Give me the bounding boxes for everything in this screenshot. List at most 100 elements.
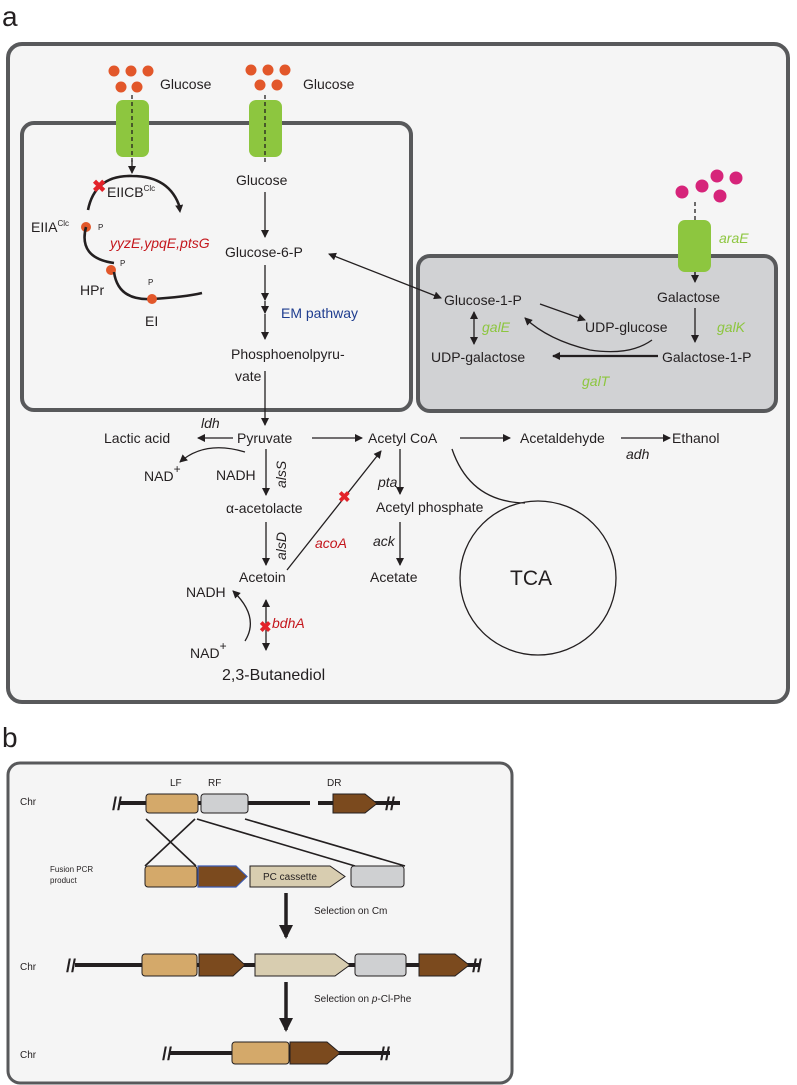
chr1-dr-block xyxy=(332,793,378,814)
galk-label: galK xyxy=(717,319,746,335)
nad-bottom-label: NAD+ xyxy=(190,639,227,661)
lf-label: LF xyxy=(170,778,182,789)
alss-label: alsS xyxy=(273,460,289,488)
arae-transporter xyxy=(678,220,711,272)
gale-label: galE xyxy=(482,319,511,335)
tca-cycle xyxy=(459,500,617,656)
chr2-rf-block xyxy=(354,953,407,977)
chr-label-2: Chr xyxy=(20,962,37,973)
fusion-lf-block xyxy=(144,865,198,888)
chr1-rf-block xyxy=(200,793,249,814)
adh-label: adh xyxy=(626,446,650,462)
arrow-acetoin-acetylcoa xyxy=(286,450,382,571)
selection-pclphe-label: Selection on p-Cl-Phe xyxy=(314,994,412,1005)
ei-p-label: P xyxy=(148,278,153,287)
pc-cassette-label: PC cassette xyxy=(263,872,317,883)
chr-label-1: Chr xyxy=(20,797,37,808)
alsd-label: alsD xyxy=(273,532,289,560)
panel-b-box xyxy=(6,761,514,1085)
hpr-label: HPr xyxy=(80,282,104,298)
glucose-transporter-2 xyxy=(249,100,282,157)
fusion-label-line2: product xyxy=(50,876,77,885)
pep-label-line1: Phosphoenolpyru- xyxy=(231,346,345,362)
eiia-label: EIIAClc xyxy=(31,219,69,235)
glucose-molecules-left xyxy=(108,65,154,93)
glucose-label-right: Glucose xyxy=(303,76,355,92)
glucose-molecules-right xyxy=(245,64,291,91)
chr3-break-left-icon: // xyxy=(162,1044,172,1064)
ei-phospho-dot xyxy=(147,294,157,304)
selection-cm-label: Selection on Cm xyxy=(314,906,387,917)
pts-eiia-hpr-arc xyxy=(83,226,115,265)
chr-label-3: Chr xyxy=(20,1050,37,1061)
nadh-top-label: NADH xyxy=(216,467,256,483)
pts-eiicb-arrowhead xyxy=(175,203,184,213)
fusion-pc-cassette xyxy=(249,865,346,888)
g6p-label: Glucose-6-P xyxy=(225,244,303,260)
chr2-dr-block-1 xyxy=(198,953,246,977)
pta-label: pta xyxy=(377,474,398,490)
fusion-label-line1: Fusion PCR xyxy=(50,865,93,874)
hpr-p-label: P xyxy=(120,259,125,268)
glucose-inner-label: Glucose xyxy=(236,172,288,188)
arrow-nadh-nad-top xyxy=(179,447,246,463)
chr2-break-right-icon: // xyxy=(472,956,482,976)
fusion-dr-block xyxy=(197,865,248,888)
ei-label: EI xyxy=(145,313,158,329)
ack-label: ack xyxy=(373,533,396,549)
acetate-label: Acetate xyxy=(370,569,418,585)
tca-label: TCA xyxy=(510,567,552,590)
eiia-p-label: P xyxy=(98,223,103,232)
nad-top-label: NAD+ xyxy=(144,462,181,484)
pyruvate-label: Pyruvate xyxy=(237,430,292,446)
pep-label-line2: vate xyxy=(235,368,262,384)
panel-a-label: a xyxy=(2,1,18,32)
dr-label: DR xyxy=(327,778,341,789)
bdha-label: bdhA xyxy=(272,615,305,631)
chr1-lf-block xyxy=(145,793,199,814)
galt-label: galT xyxy=(582,373,611,389)
butanediol-label: 2,3-Butanediol xyxy=(222,667,325,684)
pts-eiicb-arc xyxy=(86,174,182,211)
chr2-lf-block xyxy=(141,953,198,977)
arrow-udpglc-g1p-curve xyxy=(524,317,653,353)
g1p-label: Glucose-1-P xyxy=(444,292,522,308)
fusion-rf-block xyxy=(350,865,405,888)
acoa-label: acoA xyxy=(315,535,347,551)
arrow-nadh-nad-bottom xyxy=(232,590,251,642)
rf-label: RF xyxy=(208,778,221,789)
eiicb-cross-icon: ✖ xyxy=(92,177,106,196)
chr2-dr-block-2 xyxy=(418,953,470,977)
galactose-molecules xyxy=(675,169,743,203)
udpgal-label: UDP-galactose xyxy=(431,349,525,365)
nadh-bottom-label: NADH xyxy=(186,584,226,600)
chr3-lf-block xyxy=(231,1041,290,1065)
chr3-dr-block xyxy=(289,1041,341,1065)
acoa-cross-icon: ✖ xyxy=(338,489,351,506)
chr3-break-right-icon: // xyxy=(380,1044,390,1064)
acetaldehyde-label: Acetaldehyde xyxy=(520,430,605,446)
crossover-line-3 xyxy=(196,818,356,867)
udpglc-label: UDP-glucose xyxy=(585,319,668,335)
pts-genes-label: yyzE,ypqE,ptsG xyxy=(109,235,210,251)
em-pathway-label: EM pathway xyxy=(281,305,358,321)
acetylp-label: Acetyl phosphate xyxy=(376,499,484,515)
galactose-box xyxy=(416,254,778,413)
chr1-break-right-icon: // xyxy=(385,794,395,814)
ethanol-label: Ethanol xyxy=(672,430,719,446)
arae-label: araE xyxy=(719,230,749,246)
glucose-label-left: Glucose xyxy=(160,76,212,92)
acetoin-label: Acetoin xyxy=(239,569,286,585)
eiicb-label: EIICBClc xyxy=(107,184,155,200)
galactose-label: Galactose xyxy=(657,289,720,305)
arrow-g6p-g1p xyxy=(328,252,442,300)
acetylcoa-tca-link xyxy=(451,448,526,504)
glucose-transporter-pts xyxy=(116,100,149,157)
crossover-line-4 xyxy=(244,818,406,867)
panel-b-label: b xyxy=(2,722,18,753)
chr2-break-left-icon: // xyxy=(66,956,76,976)
chr1-break-left-icon: // xyxy=(112,794,122,814)
gal1p-label: Galactose-1-P xyxy=(662,349,751,365)
acetolacte-label: α-acetolacte xyxy=(226,500,303,516)
